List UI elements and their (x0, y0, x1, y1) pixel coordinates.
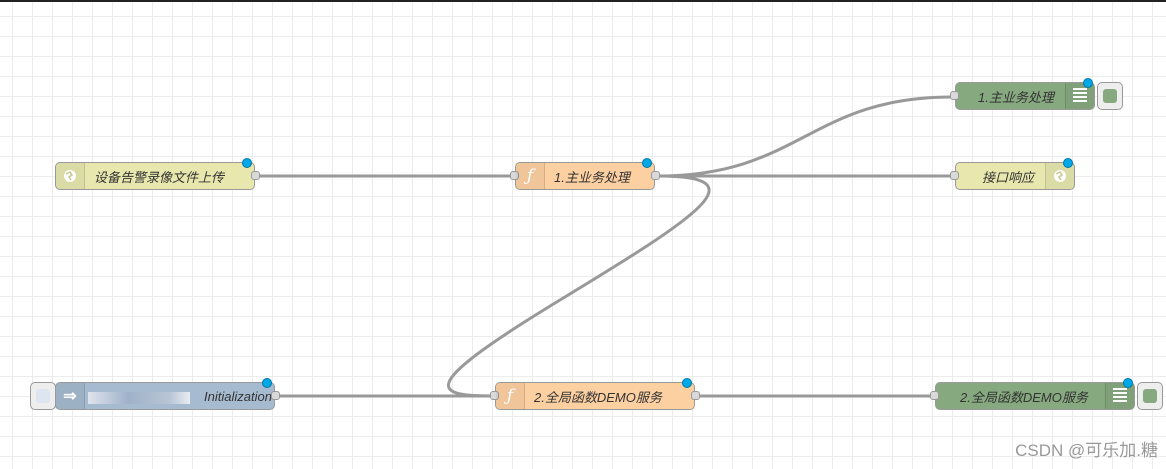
http-in-node[interactable]: 设备告警录像文件上传 (55, 158, 260, 190)
globe-icon (56, 163, 85, 189)
top-border (0, 0, 1166, 2)
http-in-label: 设备告警录像文件上传 (94, 169, 225, 185)
input-port[interactable] (950, 171, 959, 180)
debug-main-label: 1.主业务处理 (978, 89, 1054, 105)
function-demo-label: 2.全局函数DEMO服务 (534, 389, 662, 405)
debug-demo-label: 2.全局函数DEMO服务 (960, 389, 1088, 405)
link-in-icon: ⇒ (56, 383, 85, 409)
changed-indicator (1123, 378, 1133, 388)
watermark: CSDN @可乐加.糖 (1015, 441, 1158, 460)
changed-indicator (1063, 158, 1073, 168)
debug-toggle-button[interactable] (1097, 82, 1123, 110)
function-icon: ƒ (516, 163, 545, 189)
output-port[interactable] (271, 391, 280, 400)
debug-toggle-button[interactable] (1137, 382, 1163, 410)
inject-button[interactable] (30, 382, 56, 410)
changed-indicator (262, 378, 272, 388)
http-response-node[interactable]: 接口响应 (950, 158, 1075, 190)
output-port[interactable] (651, 171, 660, 180)
input-port[interactable] (950, 91, 959, 100)
changed-indicator (1083, 78, 1093, 88)
function-main-label: 1.主业务处理 (554, 169, 630, 185)
wire-func-main-to-func-demo (447, 174, 711, 398)
globe-icon (1045, 163, 1074, 189)
function-icon: ƒ (496, 383, 525, 409)
link-in-label: Initialization (204, 388, 272, 404)
function-demo-node[interactable]: ƒ 2.全局函数DEMO服务 (490, 378, 700, 410)
input-port[interactable] (490, 391, 499, 400)
wire-func-main-to-debug (657, 95, 953, 178)
input-port[interactable] (510, 171, 519, 180)
output-port[interactable] (251, 171, 260, 180)
input-port[interactable] (930, 391, 939, 400)
debug-demo-node[interactable]: 2.全局函数DEMO服务 (930, 378, 1163, 410)
changed-indicator (642, 158, 652, 168)
http-response-label: 接口响应 (982, 169, 1035, 185)
redacted-text (88, 392, 190, 404)
output-port[interactable] (691, 391, 700, 400)
changed-indicator (682, 378, 692, 388)
debug-main-node[interactable]: 1.主业务处理 (950, 78, 1123, 110)
function-main-node[interactable]: ƒ 1.主业务处理 (510, 158, 660, 190)
changed-indicator (242, 158, 252, 168)
